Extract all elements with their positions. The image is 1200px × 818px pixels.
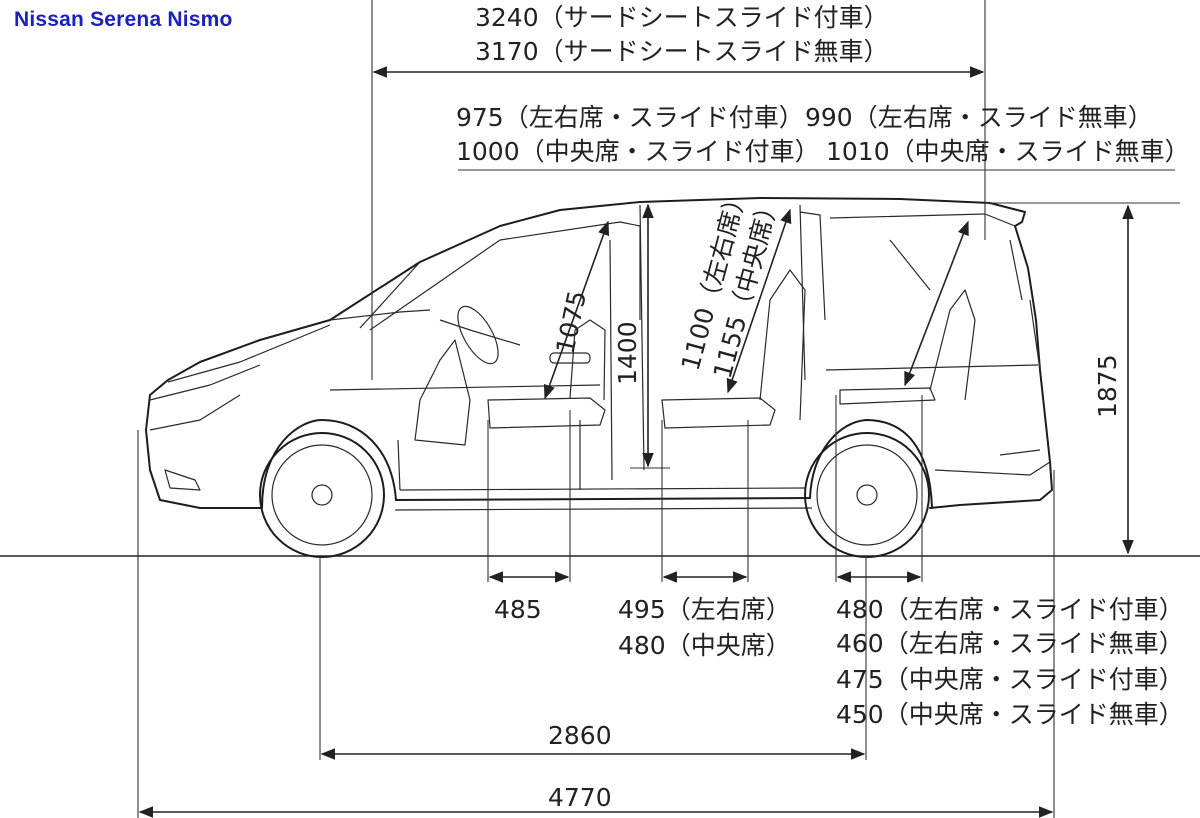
- overall-length-label: 4770: [548, 783, 612, 812]
- interior-height-label: 1400: [613, 321, 642, 385]
- front-headroom-line: [543, 220, 610, 400]
- interior-length-label-1: 3240（サードシートスライド付車）: [475, 3, 889, 32]
- front-seat-depth-label: 485: [494, 595, 542, 624]
- interior-length-label-2: 3170（サードシートスライド無車）: [475, 37, 889, 66]
- third-seat-depth-label-3: 475（中央席・スライド付車）: [836, 665, 1184, 694]
- wheelbase-label: 2860: [548, 721, 612, 750]
- interior-width-label-1a: 975（左右席・スライド付車）: [456, 103, 804, 132]
- page-title: Nissan Serena Nismo: [14, 8, 233, 31]
- third-seat-depth-label-4: 450（中央席・スライド無車）: [836, 700, 1184, 729]
- second-headroom-line: [726, 208, 792, 394]
- rear-wheel: [804, 432, 930, 558]
- third-seat-depth-label-2: 460（左右席・スライド無車）: [836, 629, 1184, 658]
- third-seat-depth-label-1: 480（左右席・スライド付車）: [836, 595, 1184, 624]
- interior-width-label-2a: 1000（中央席・スライド付車）: [456, 137, 820, 166]
- front-wheel: [259, 432, 385, 558]
- second-seat-depth-label-2: 480（中央席）: [618, 631, 791, 660]
- interior-width-label-2b: 1010（中央席・スライド無車）: [826, 137, 1190, 166]
- interior-width-label-1b: 990（左右席・スライド無車）: [805, 103, 1153, 132]
- overall-height-label: 1875: [1093, 354, 1122, 418]
- third-headroom-line: [904, 220, 969, 387]
- front-headroom-label: 1075: [551, 288, 593, 356]
- second-seat-depth-label-1: 495（左右席）: [618, 595, 791, 624]
